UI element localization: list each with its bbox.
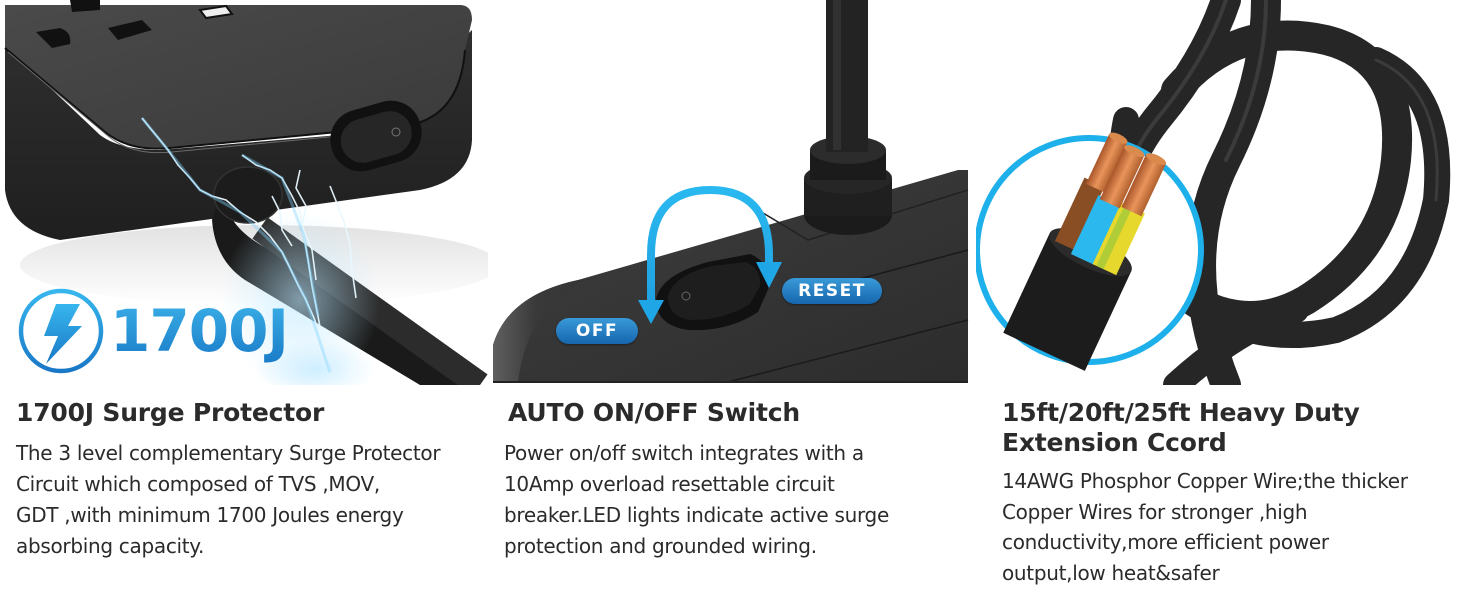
feature-title: 1700J Surge Protector — [16, 398, 325, 427]
description-line: Copper Wires for stronger ,high — [1002, 499, 1308, 524]
off-label-badge: OFF — [556, 318, 638, 344]
description-line: GDT ,with minimum 1700 Joules energy — [16, 503, 404, 527]
feature-title: 15ft/20ft/25ft Heavy Duty Extension Ccor… — [1002, 398, 1360, 458]
coiled-cord-photo — [976, 0, 1464, 385]
description-line: Power on/off switch integrates with a — [504, 441, 864, 465]
description-line: 10Amp overload resettable circuit — [504, 472, 835, 496]
title-line: 15ft/20ft/25ft Heavy Duty — [1002, 398, 1360, 427]
title-line: Extension Ccord — [1002, 428, 1227, 457]
description-line: The 3 level complementary Surge Protecto… — [16, 441, 441, 465]
feature-description: 14AWG Phosphor Copper Wire;the thicker C… — [1002, 466, 1408, 588]
description-line: output,low heat&safer — [1002, 560, 1220, 585]
power-strip-lightning-photo — [0, 0, 488, 385]
energy-rating-badge: 1700J — [16, 286, 289, 376]
power-strip-illustration — [4, 0, 488, 385]
joule-rating: 1700J — [110, 297, 289, 365]
description-line: conductivity,more efficient power — [1002, 530, 1329, 554]
auto-switch-panel: OFF RESET AUTO ON/OFF Switch Power on/of… — [488, 0, 976, 600]
feature-title: AUTO ON/OFF Switch — [508, 398, 800, 427]
lightning-bolt-circle-icon — [18, 288, 104, 374]
extension-cord-panel: 15ft/20ft/25ft Heavy Duty Extension Ccor… — [976, 0, 1464, 600]
cord-illustration — [976, 0, 1451, 385]
description-line: Circuit which composed of TVS ,MOV, — [16, 472, 380, 496]
reset-label-badge: RESET — [782, 278, 882, 304]
feature-description: The 3 level complementary Surge Protecto… — [16, 438, 441, 562]
description-line: protection and grounded wiring. — [504, 534, 817, 558]
description-line: absorbing capacity. — [16, 534, 205, 558]
feature-description: Power on/off switch integrates with a 10… — [504, 438, 889, 562]
description-line: breaker.LED lights indicate active surge — [504, 503, 889, 527]
description-line: 14AWG Phosphor Copper Wire;the thicker — [1002, 469, 1408, 493]
surge-protector-panel: 1700J 1700J Surge Protector The 3 level … — [0, 0, 488, 600]
